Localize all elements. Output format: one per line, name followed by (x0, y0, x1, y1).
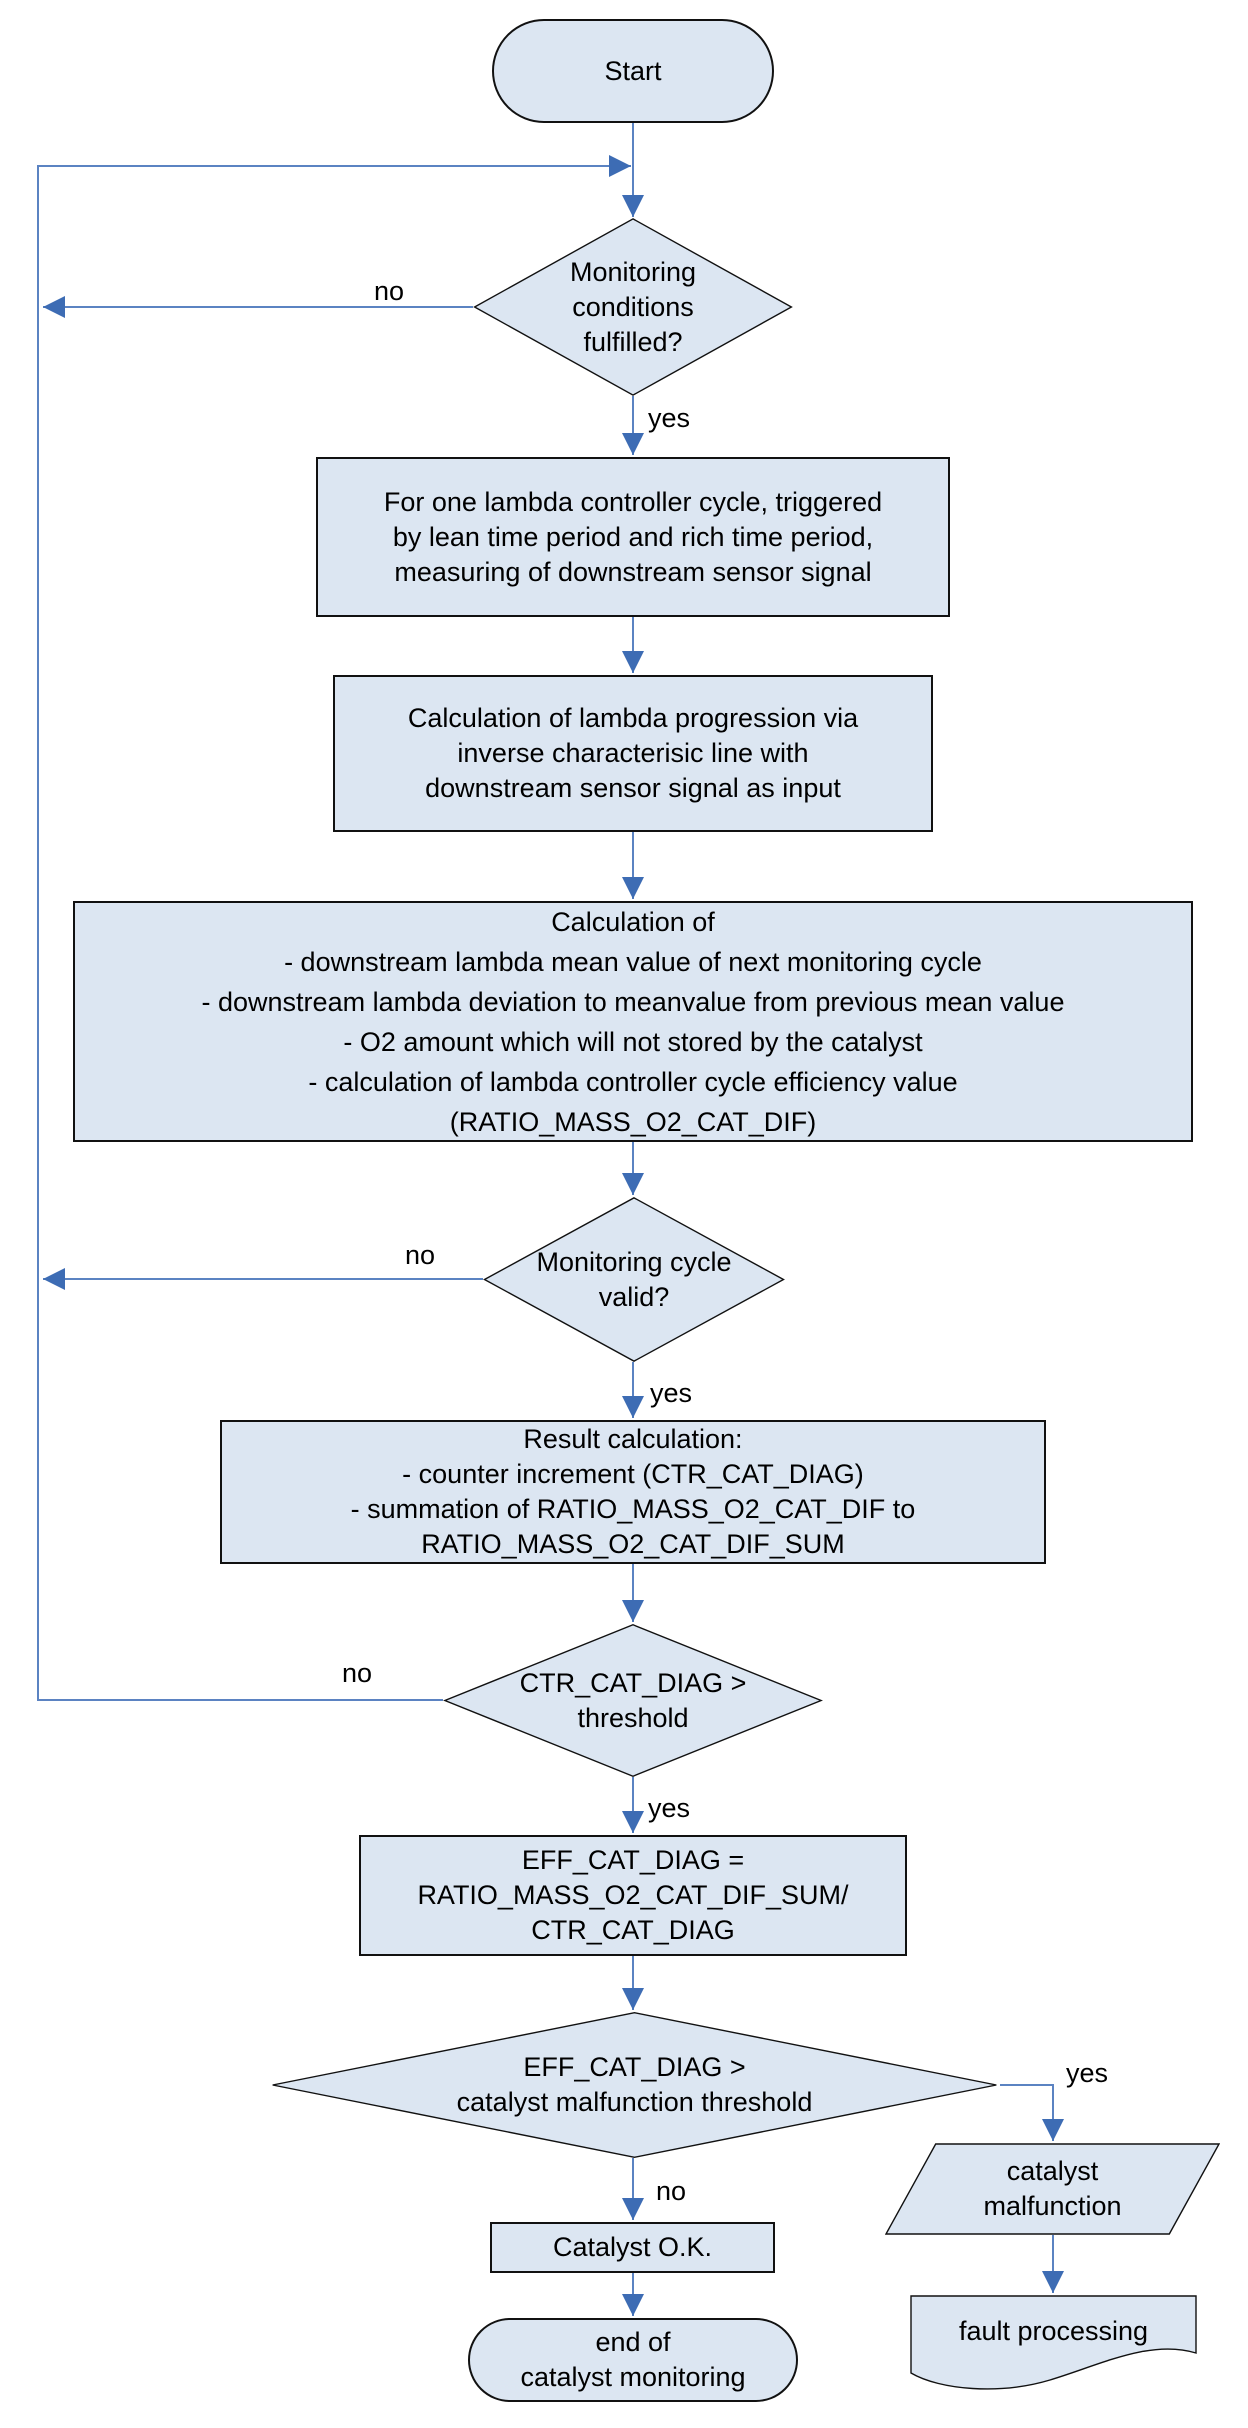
document-shape (910, 2295, 1197, 2402)
fault-processing-document: fault processing (910, 2295, 1197, 2402)
end-label: end of catalyst monitoring (520, 2327, 746, 2392)
edge-label-d1-yes: yes (648, 403, 691, 433)
diamond-shape (473, 218, 793, 396)
measure-downstream-label: For one lambda controller cycle, trigger… (383, 486, 883, 587)
edge-d4-yes (1000, 2084, 1064, 2141)
cycle-valid-label: Monitoring cycle valid? (536, 1246, 732, 1312)
malfunction-threshold-label: EFF_CAT_DIAG > catalyst malfunction thre… (456, 2052, 813, 2117)
lambda-progression-label: Calculation of lambda progression via in… (407, 703, 859, 803)
edge-label-d1-no: no (374, 276, 405, 306)
fault-processing-label: fault processing (958, 2316, 1149, 2346)
counter-threshold-decision: CTR_CAT_DIAG > threshold (443, 1624, 823, 1777)
result-calculation-label: Result calculation: - counter increment … (350, 1424, 916, 1559)
edge-label-d3-yes: yes (648, 1793, 691, 1823)
efficiency-label: EFF_CAT_DIAG = RATIO_MASS_O2_CAT_DIF_SUM… (417, 1845, 849, 1945)
efficiency-process: EFF_CAT_DIAG = RATIO_MASS_O2_CAT_DIF_SUM… (359, 1835, 907, 1956)
monitoring-conditions-decision: Monitoring conditions fulfilled? (473, 218, 793, 396)
edge-label-d3-no: no (342, 1658, 373, 1688)
catalyst-malfunction-data: catalyst malfunction (885, 2143, 1220, 2235)
catalyst-ok-process: Catalyst O.K. (490, 2222, 775, 2273)
counter-threshold-label: CTR_CAT_DIAG > threshold (519, 1667, 747, 1733)
catalyst-malfunction-label: catalyst malfunction (983, 2156, 1122, 2221)
start-label: Start (604, 55, 662, 86)
edge-label-d4-yes: yes (1066, 2058, 1109, 2088)
diamond-shape (269, 2012, 1000, 2158)
diamond-shape (483, 1197, 785, 1362)
measure-downstream-process: For one lambda controller cycle, trigger… (316, 457, 950, 617)
edge-label-d2-yes: yes (650, 1378, 693, 1408)
edge-label-d4-no: no (656, 2176, 687, 2206)
diamond-shape (443, 1624, 823, 1777)
edge-feedback-loop (37, 155, 631, 1701)
malfunction-threshold-decision: EFF_CAT_DIAG > catalyst malfunction thre… (269, 2012, 1000, 2158)
calculation-label: Calculation of - downstream lambda mean … (201, 906, 1065, 1137)
result-calculation-process: Result calculation: - counter increment … (220, 1420, 1046, 1564)
parallelogram-shape (885, 2143, 1220, 2235)
calculation-process: Calculation of - downstream lambda mean … (73, 901, 1193, 1142)
cycle-valid-decision: Monitoring cycle valid? (483, 1197, 785, 1362)
catalyst-ok-label: Catalyst O.K. (552, 2232, 713, 2262)
end-terminator: end of catalyst monitoring (468, 2318, 798, 2402)
monitoring-conditions-label: Monitoring conditions fulfilled? (569, 256, 697, 357)
start-terminator: Start (492, 19, 774, 123)
edge-label-d2-no: no (405, 1240, 436, 1270)
lambda-progression-process: Calculation of lambda progression via in… (333, 675, 933, 832)
